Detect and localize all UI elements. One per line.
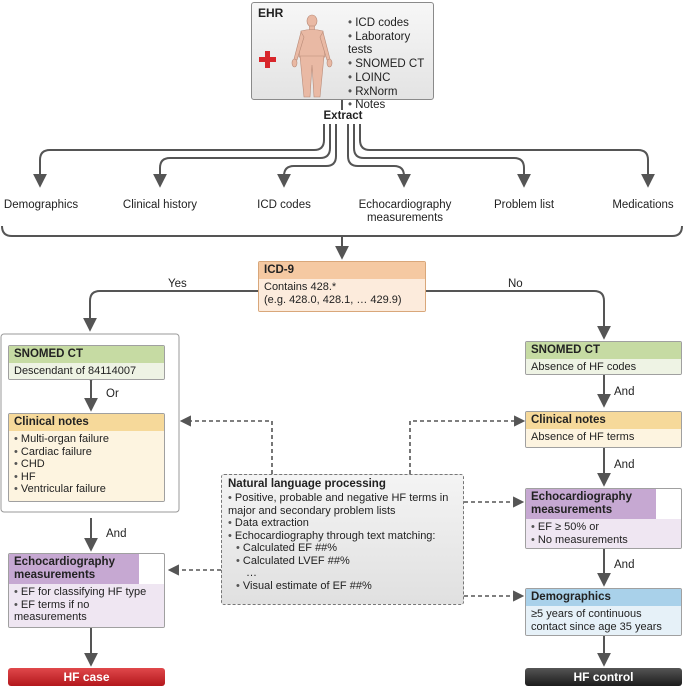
nlp-ellipsis: …: [246, 567, 257, 579]
ehr-item: SNOMED CT: [348, 58, 433, 72]
right-notes-title: Clinical notes: [526, 412, 681, 429]
right-echo-title: Echocardiography measurements: [526, 489, 656, 519]
right-and-label-1: And: [614, 386, 635, 398]
right-snomed-body: Absence of HF codes: [526, 359, 681, 374]
left-echo-body: EF for classifying HF type EF terms if n…: [9, 584, 164, 627]
left-snomed-box: SNOMED CT Descendant of 84114007: [8, 345, 165, 380]
right-and-label-3: And: [614, 559, 635, 571]
left-snomed-title: SNOMED CT: [9, 346, 164, 363]
icd9-title: ICD-9: [259, 262, 425, 279]
left-echo-box: Echocardiography measurements EF for cla…: [8, 553, 165, 628]
left-notes-title: Clinical notes: [9, 414, 164, 431]
right-demo-body: ≥5 years of continuous contact since age…: [526, 606, 681, 635]
right-echo-box: Echocardiography measurements EF ≥ 50% o…: [525, 488, 682, 549]
ehr-box: EHR ICD codes Laboratory tests SNOMED CT…: [251, 2, 434, 111]
echo-item: EF ≥ 50% or: [531, 521, 676, 534]
echo-item: EF terms if no measurements: [14, 599, 124, 624]
icd9-body: Contains 428.* (e.g. 428.0, 428.1, … 429…: [259, 279, 425, 311]
right-snomed-title: SNOMED CT: [526, 342, 681, 359]
note-term: CHD: [14, 458, 159, 471]
echo-item: EF for classifying HF type: [14, 586, 159, 599]
note-term: HF: [14, 471, 159, 484]
nlp-subitem: Visual estimate of EF ##%: [228, 580, 457, 593]
left-echo-title: Echocardiography measurements: [9, 554, 139, 584]
no-label: No: [508, 278, 523, 290]
nlp-subitem: Calculated LVEF ##%: [228, 555, 457, 568]
or-label: Or: [106, 388, 119, 400]
ehr-data-list: ICD codes Laboratory tests SNOMED CT LOI…: [348, 17, 433, 113]
right-notes-body: Absence of HF terms: [526, 429, 681, 447]
human-body-icon: [291, 14, 333, 98]
category-problem-list: Problem list: [493, 199, 555, 211]
ehr-item: ICD codes: [348, 17, 433, 31]
note-term: Ventricular failure: [14, 483, 159, 496]
nlp-box: Natural language processing Positive, pr…: [221, 474, 464, 605]
nlp-title: Natural language processing: [228, 478, 386, 490]
note-term: Cardiac failure: [14, 446, 159, 459]
right-demo-title: Demographics: [526, 589, 681, 606]
category-demographics: Demographics: [3, 199, 79, 211]
yes-label: Yes: [168, 278, 187, 290]
ehr-title: EHR: [258, 6, 284, 20]
hf-control-result: HF control: [525, 668, 682, 686]
ehr-item: Laboratory tests: [348, 31, 433, 58]
right-clinical-notes-box: Clinical notes Absence of HF terms: [525, 411, 682, 448]
icd9-line1: Contains 428.*: [264, 281, 337, 293]
echo-item: No measurements: [531, 534, 676, 547]
medical-cross-icon: [259, 51, 276, 68]
right-and-label-2: And: [614, 459, 635, 471]
nlp-item: Echocardiography through text matching:: [228, 530, 457, 543]
note-term: Multi-organ failure: [14, 433, 159, 446]
left-notes-body: Multi-organ failure Cardiac failure CHD …: [9, 431, 164, 501]
right-snomed-box: SNOMED CT Absence of HF codes: [525, 341, 682, 375]
category-echocardiography: Echocardiography measurements: [358, 199, 452, 224]
nlp-item: Positive, probable and negative HF terms…: [228, 492, 457, 517]
ehr-item: LOINC: [348, 72, 433, 86]
left-snomed-body: Descendant of 84114007: [9, 363, 164, 379]
category-medications: Medications: [612, 199, 674, 211]
ehr-item: RxNorm: [348, 86, 433, 100]
right-demographics-box: Demographics ≥5 years of continuous cont…: [525, 588, 682, 636]
left-and-label: And: [106, 528, 127, 540]
category-icd-codes: ICD codes: [257, 199, 311, 211]
nlp-item: Data extraction: [228, 517, 457, 530]
hf-case-result: HF case: [8, 668, 165, 686]
extract-label: Extract: [323, 110, 363, 122]
ehr-item: Notes: [348, 99, 433, 113]
icd9-box: ICD-9 Contains 428.* (e.g. 428.0, 428.1,…: [258, 261, 426, 312]
left-clinical-notes-box: Clinical notes Multi-organ failure Cardi…: [8, 413, 165, 502]
nlp-subitem: Calculated EF ##%: [228, 542, 457, 555]
right-echo-body: EF ≥ 50% or No measurements: [526, 519, 681, 548]
category-clinical-history: Clinical history: [122, 199, 198, 211]
icd9-line2: (e.g. 428.0, 428.1, … 429.9): [264, 293, 402, 306]
